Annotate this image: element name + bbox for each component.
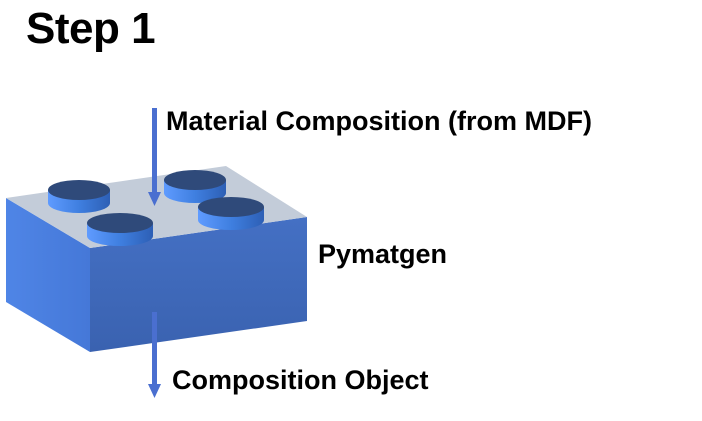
brick-left-face xyxy=(6,198,90,352)
input-label: Material Composition (from MDF) xyxy=(166,106,592,136)
brick-stud xyxy=(87,213,153,246)
output-label: Composition Object xyxy=(172,365,429,395)
brick-stud xyxy=(48,180,110,213)
page-title: Step 1 xyxy=(26,4,156,53)
arrow-down-icon xyxy=(148,312,161,398)
brick-front-face xyxy=(90,217,307,352)
arrow-down-icon xyxy=(148,108,161,206)
brick-stud xyxy=(198,197,264,230)
module-label: Pymatgen xyxy=(318,239,448,269)
brick-stud xyxy=(164,170,226,203)
lego-brick-icon xyxy=(6,166,307,352)
